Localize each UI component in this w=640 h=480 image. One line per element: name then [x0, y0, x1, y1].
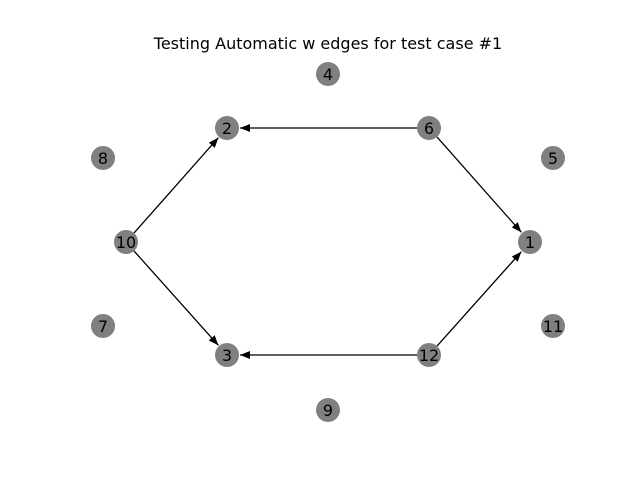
node-circle	[541, 146, 565, 170]
node-2: 2	[215, 116, 239, 140]
node-label: 12	[419, 346, 439, 365]
node-9: 9	[316, 398, 340, 422]
node-label: 6	[424, 119, 434, 138]
node-label: 5	[548, 149, 558, 168]
node-label: 8	[98, 149, 108, 168]
node-5: 5	[541, 146, 565, 170]
node-label: 1	[525, 233, 535, 252]
edges-group	[133, 124, 522, 359]
node-label: 10	[116, 233, 136, 252]
node-label: 11	[543, 317, 563, 336]
edge-12-to-1	[436, 251, 522, 347]
node-circle	[91, 146, 115, 170]
node-1: 1	[518, 230, 542, 254]
node-8: 8	[91, 146, 115, 170]
node-circle	[215, 116, 239, 140]
node-circle	[417, 116, 441, 140]
node-3: 3	[215, 343, 239, 367]
node-circle	[91, 314, 115, 338]
node-label: 3	[222, 346, 232, 365]
node-label: 2	[222, 119, 232, 138]
diagram-title: Testing Automatic w edges for test case …	[153, 34, 502, 53]
node-label: 9	[323, 401, 333, 420]
edge-10-to-3	[133, 250, 219, 346]
node-6: 6	[417, 116, 441, 140]
edge-10-to-2	[133, 137, 219, 234]
node-circle	[215, 343, 239, 367]
edge-6-to-1	[436, 136, 522, 233]
node-label: 7	[98, 317, 108, 336]
node-circle	[316, 62, 340, 86]
node-7: 7	[91, 314, 115, 338]
node-circle	[518, 230, 542, 254]
node-12: 12	[417, 343, 441, 367]
node-circle	[114, 230, 138, 254]
node-circle	[316, 398, 340, 422]
node-11: 11	[541, 314, 565, 338]
node-label: 4	[323, 65, 333, 84]
node-circle	[541, 314, 565, 338]
node-4: 4	[316, 62, 340, 86]
node-circle	[417, 343, 441, 367]
node-10: 10	[114, 230, 138, 254]
